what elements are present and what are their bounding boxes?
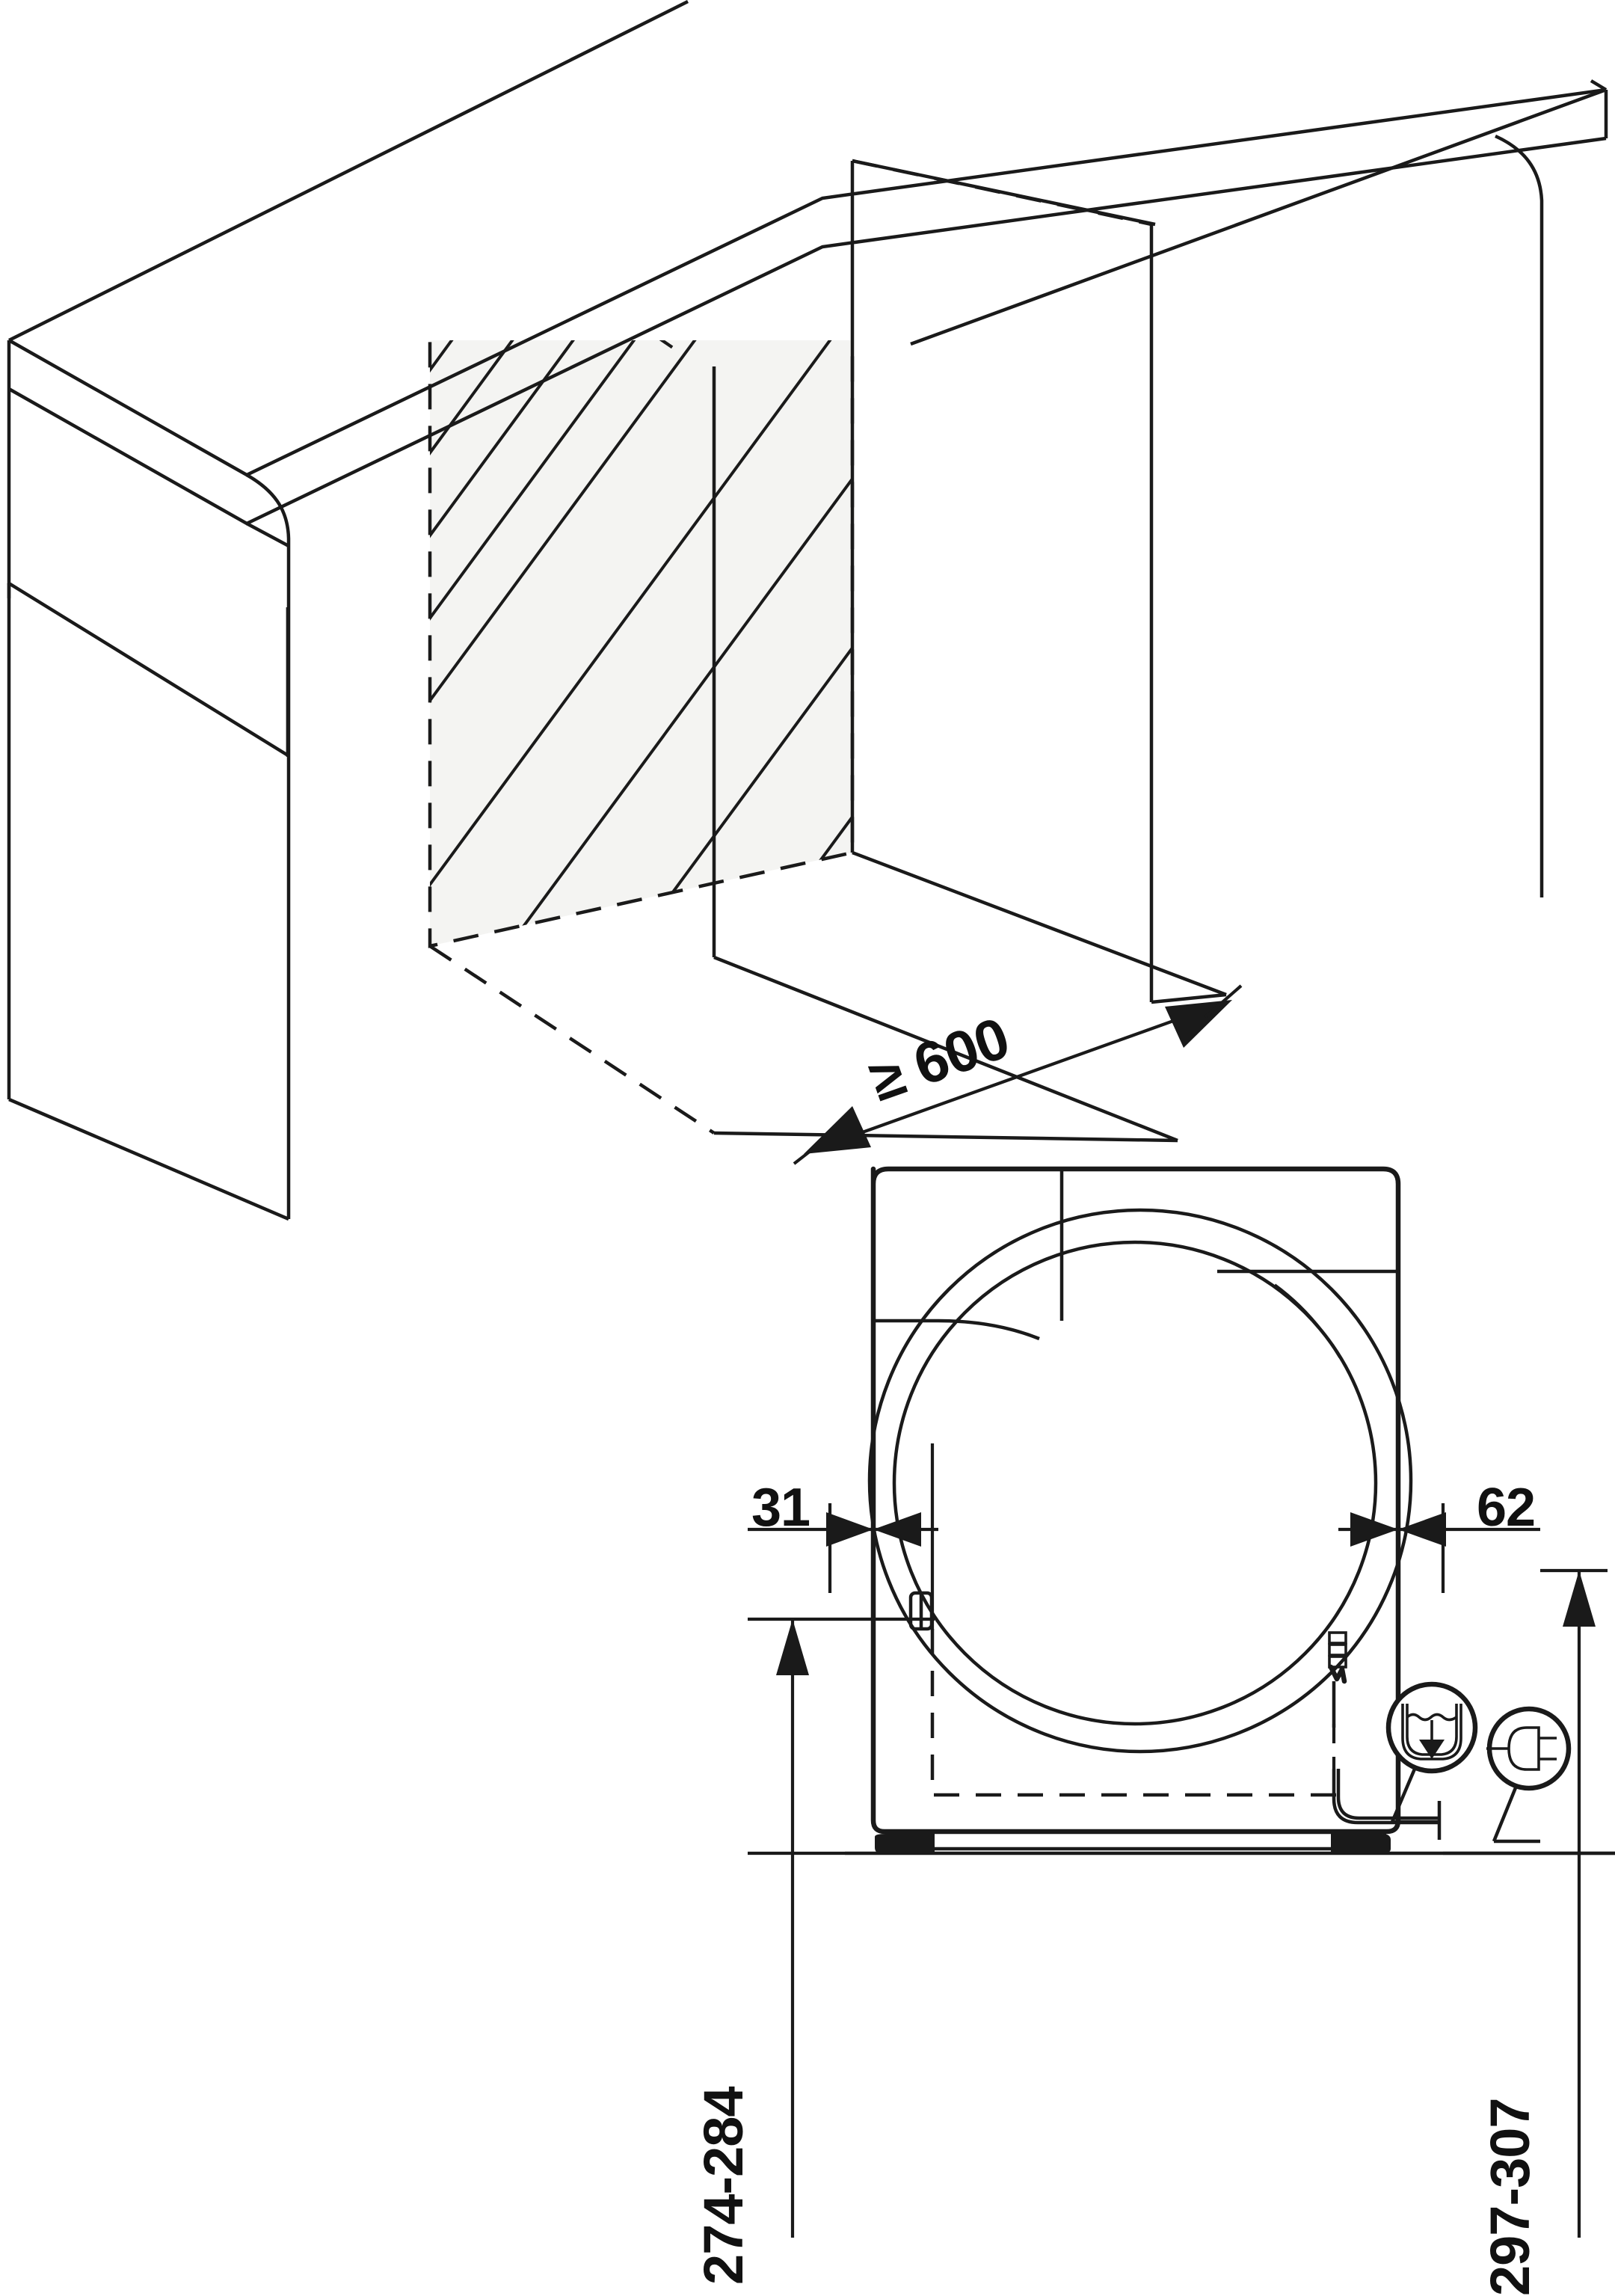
horizontal-dimensions	[748, 1443, 1540, 1645]
symbol-callouts	[1385, 1681, 1572, 1844]
cabinet-worktop-edge	[7, 88, 1607, 607]
cabinet-worktop-right-corner	[1495, 90, 1608, 238]
cabinet-left-front	[7, 583, 291, 1221]
drain-hose-connector	[1328, 1631, 1347, 1684]
machine-base	[888, 1831, 1387, 1851]
machine-body	[870, 1166, 1401, 1835]
vertical-dimensions	[748, 1568, 1615, 2238]
right-offset-label: 62	[1477, 1478, 1536, 1538]
drain-outlet-height-label: 297-307	[1479, 2098, 1541, 2296]
cabinet-right-body	[852, 159, 1544, 1004]
cabinet-left-body	[7, 389, 290, 759]
machine-top-panel	[873, 1170, 1398, 1341]
power-plug-icon	[1486, 1706, 1572, 1844]
installation-diagram: ≥ 600 31 62 274-284 297-307	[7, 0, 1615, 2296]
water-inlet-height-label: 274-284	[692, 2087, 754, 2285]
cabinet-worktop	[7, 0, 1608, 346]
water-inlet-valve	[908, 1591, 934, 1631]
technical-drawing-canvas	[7, 0, 1615, 2238]
water-drain-icon	[1385, 1681, 1478, 1824]
machine-door	[867, 1208, 1413, 1754]
machine-feet	[875, 1834, 1391, 1853]
left-offset-label: 31	[751, 1478, 810, 1538]
cabinet-isometric	[7, 0, 1608, 1221]
cabinet-niche-interior	[428, 161, 1227, 1143]
niche-depth-dimension	[793, 984, 1243, 1165]
machine-interior-dashed	[930, 1629, 1338, 1797]
